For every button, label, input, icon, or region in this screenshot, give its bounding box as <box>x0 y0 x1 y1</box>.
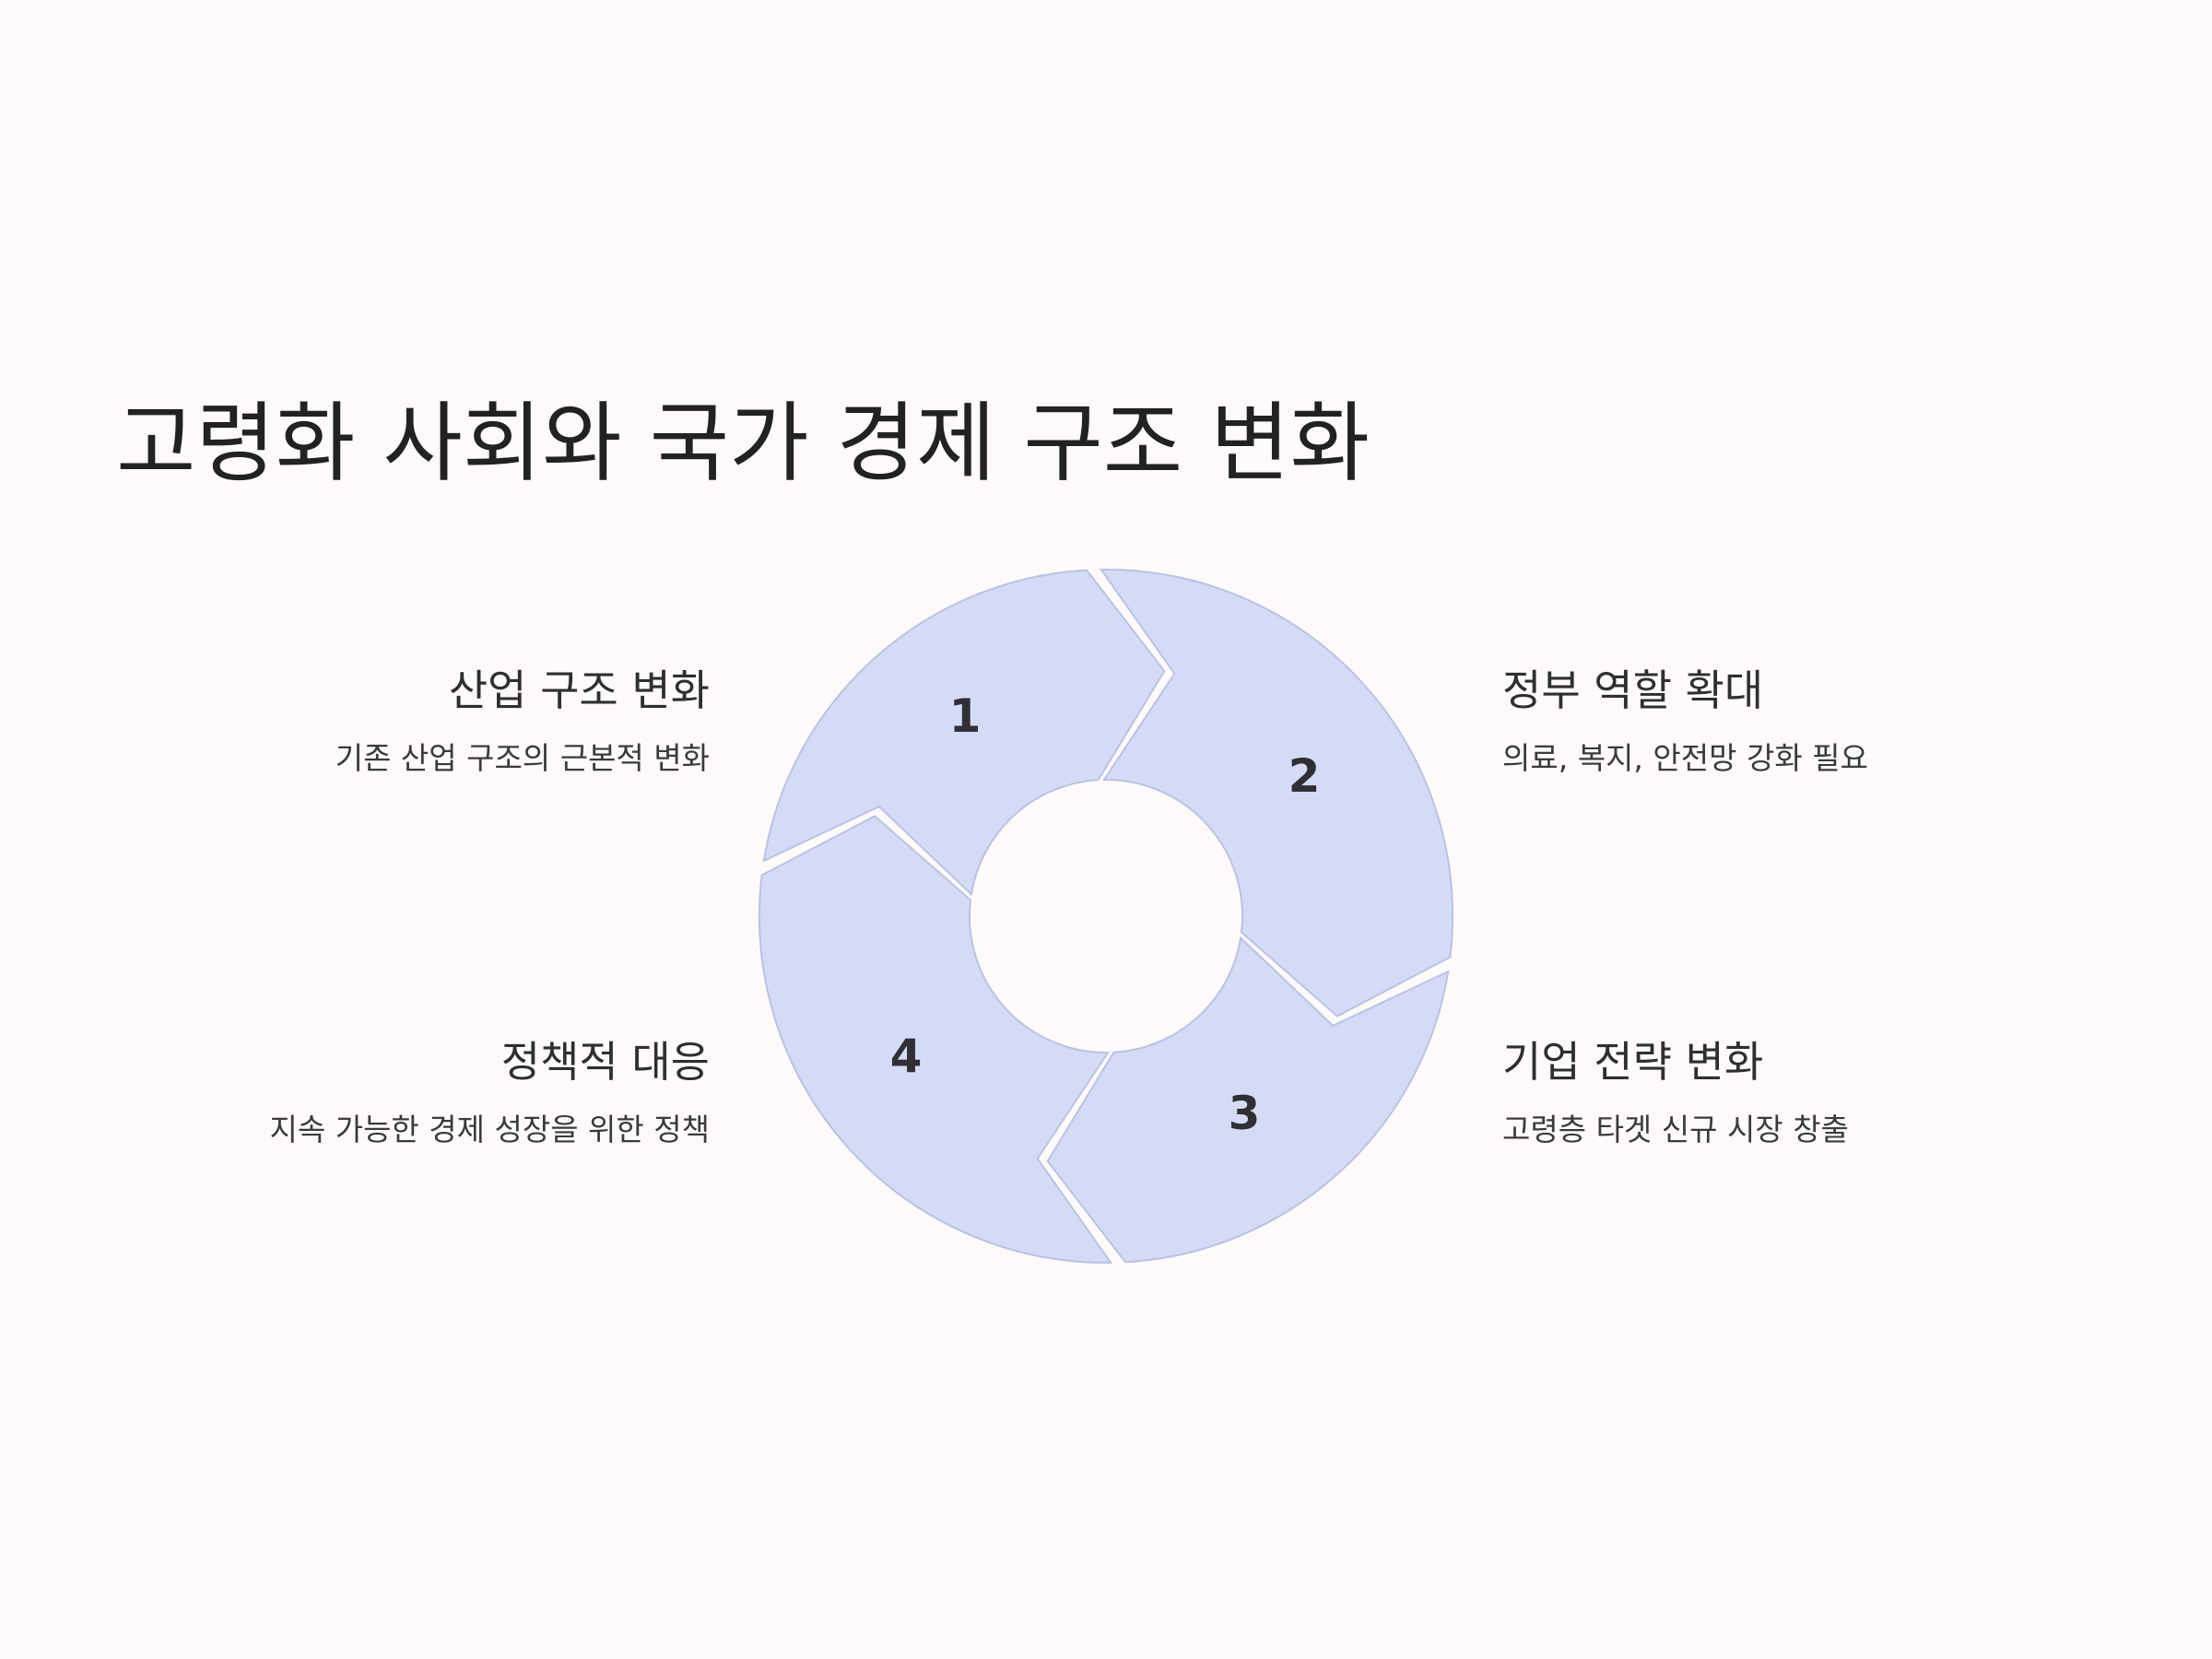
step-3-description: 고령층 타겟 신규 시장 창출 <box>1502 1112 1849 1148</box>
step-3-block: 기업 전략 변화 고령층 타겟 신규 시장 창출 <box>1502 1037 2147 1148</box>
cycle-segment-3 <box>1046 935 1450 1264</box>
step-4-block: 정책적 대응 지속 가능한 경제 성장을 위한 정책 <box>65 1037 711 1148</box>
cycle-segment-4 <box>758 815 1113 1265</box>
step-4-number: 4 <box>890 1030 923 1083</box>
step-1-block: 산업 구조 변화 기존 산업 구조의 근본적 변화 <box>65 665 710 777</box>
step-1-title: 산업 구조 변화 <box>448 665 710 715</box>
step-3-number: 3 <box>1229 1087 1261 1140</box>
cycle-segment-1 <box>762 569 1166 897</box>
step-2-block: 정부 역할 확대 의료, 복지, 안전망 강화 필요 <box>1502 665 2147 777</box>
page-title: 고령화 사회와 국가 경제 구조 변화 <box>116 394 1371 494</box>
step-4-title: 정책적 대응 <box>500 1037 710 1087</box>
step-2-title: 정부 역할 확대 <box>1502 665 1764 715</box>
step-1-number: 1 <box>949 689 982 743</box>
step-2-description: 의료, 복지, 안전망 강화 필요 <box>1502 740 1868 777</box>
step-4-description: 지속 가능한 경제 성장을 위한 정책 <box>269 1112 711 1148</box>
cycle-segment-2 <box>1099 568 1454 1018</box>
step-1-description: 기존 산업 구조의 근본적 변화 <box>335 740 710 777</box>
step-3-title: 기업 전략 변화 <box>1502 1037 1764 1087</box>
step-2-number: 2 <box>1288 749 1321 803</box>
